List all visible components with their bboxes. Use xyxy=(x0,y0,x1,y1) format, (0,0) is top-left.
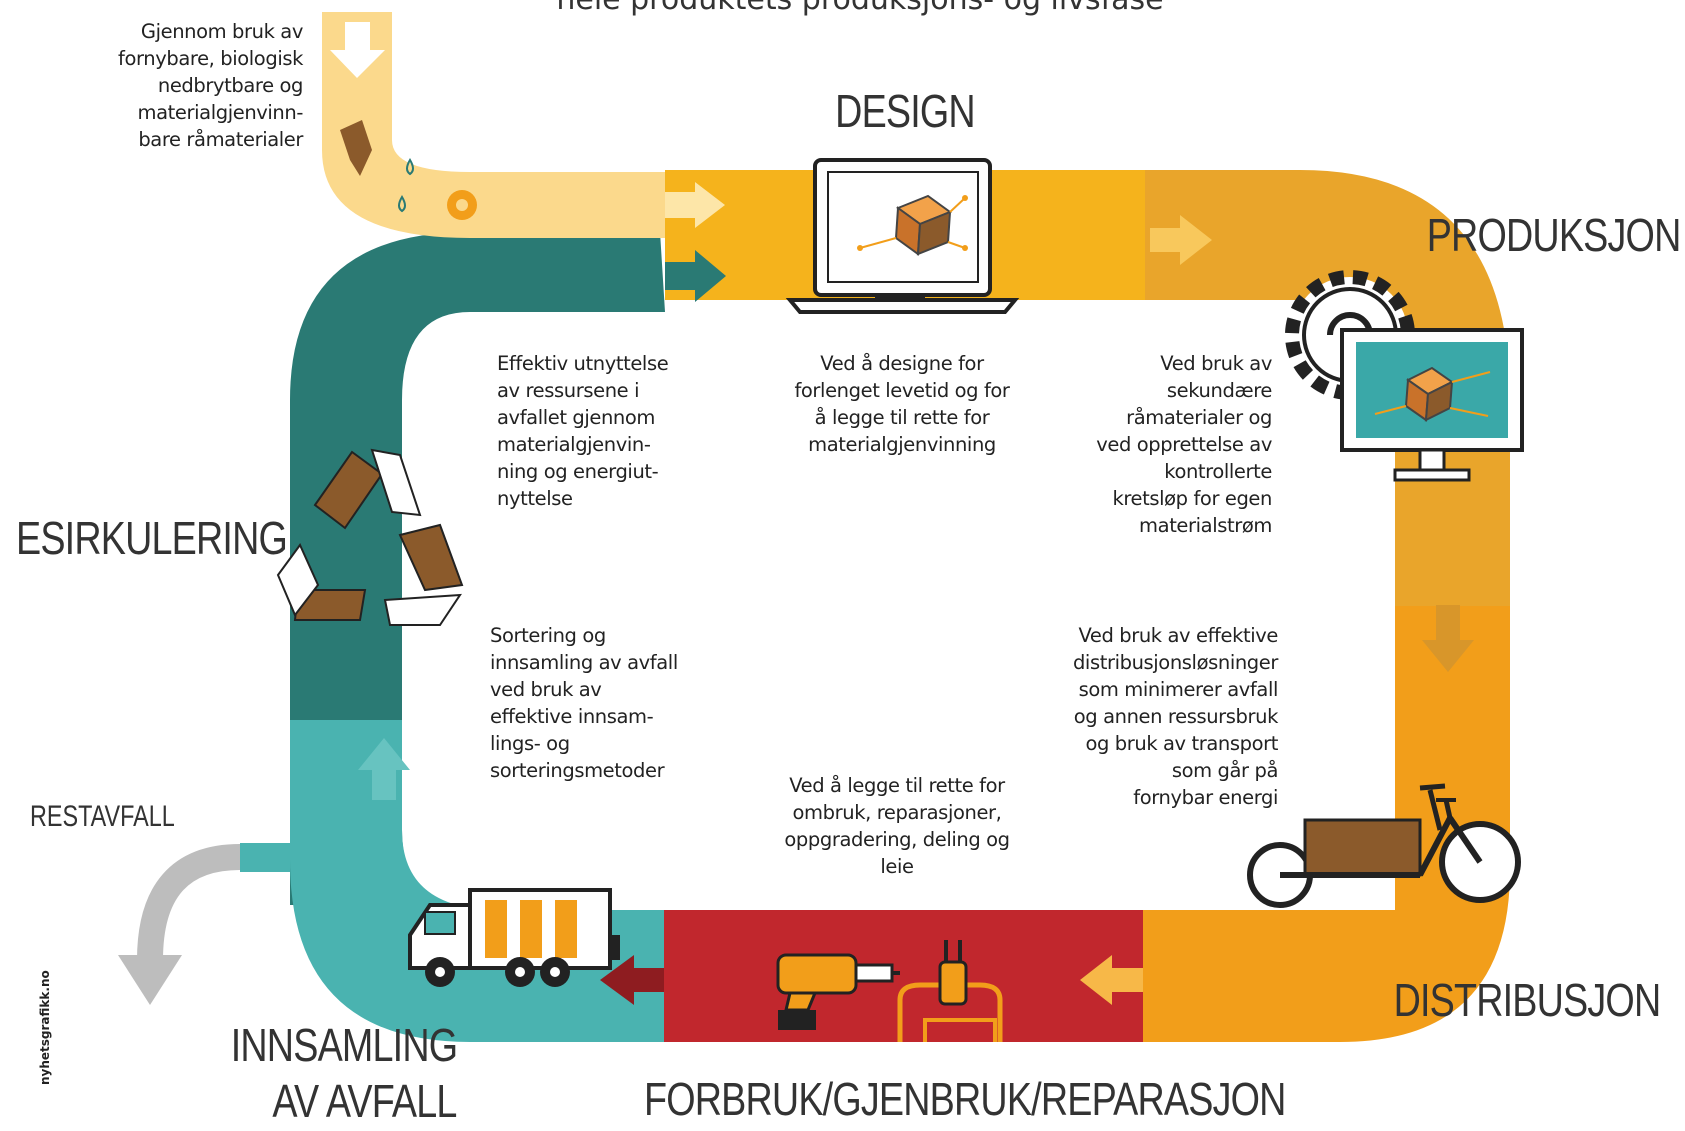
credit-label: nyhetsgrafikk.no xyxy=(38,970,52,1085)
description-produksjon: Ved bruk av sekundære råmaterialer og ve… xyxy=(1096,352,1272,537)
flow-arrow-produksjon xyxy=(1422,605,1474,672)
cube-icon xyxy=(857,194,968,256)
loop-segment-distribusjon xyxy=(1143,605,1510,1042)
loop-segment-forbruk xyxy=(664,910,1144,1042)
input-pipe xyxy=(322,12,665,238)
stage-label-produksjon: PRODUKSJON xyxy=(1426,209,1681,261)
description-design: Ved å designe for forlenget levetid og f… xyxy=(794,352,1010,456)
down-arrow-icon xyxy=(330,22,385,78)
stage-label-forbruk: FORBRUK/GJENBRUK/REPARASJON xyxy=(644,1073,1286,1125)
laptop-icon xyxy=(785,158,1020,314)
stage-label-innsamling-1: INNSAMLING xyxy=(230,1019,457,1071)
restavfall-label: RESTAVFALL xyxy=(30,800,175,833)
loop-segment-produksjon xyxy=(1143,170,1510,606)
cargo-bike-icon xyxy=(1247,783,1521,908)
flow-arrow-forbruk xyxy=(600,955,664,1005)
plug-icon xyxy=(897,940,1003,1042)
diagram-title: hele produktets produksjons- og livsfase xyxy=(460,0,1260,17)
restavfall-branch xyxy=(240,843,290,872)
drill-icon xyxy=(776,953,900,1030)
description-distribusjon: Ved bruk av effektive distribusjonsløsni… xyxy=(1072,624,1278,809)
description-input: Gjennom bruk av fornybare, biologisk ned… xyxy=(117,20,303,151)
flow-arrow-design xyxy=(1150,215,1212,265)
flow-arrow-teal xyxy=(665,250,726,302)
stage-label-innsamling-2: AV AVFALL xyxy=(272,1075,458,1127)
stage-label-design: DESIGN xyxy=(835,85,976,137)
description-resirkulering: Effektiv utnyttelse av ressursene i avfa… xyxy=(497,352,669,510)
garbage-truck-icon xyxy=(408,888,620,987)
monitor-icon xyxy=(1340,328,1524,482)
restavfall-arrowhead xyxy=(118,955,182,1005)
restavfall-arrow xyxy=(137,844,241,961)
stage-label-distribusjon: DISTRIBUSJON xyxy=(1393,974,1661,1026)
description-forbruk: Ved å legge til rette for ombruk, repara… xyxy=(784,774,1010,878)
description-innsamling: Sortering og innsamling av avfall ved br… xyxy=(490,624,678,782)
flow-arrow-distribusjon xyxy=(1080,955,1143,1005)
raw-material-icon xyxy=(340,120,477,220)
flow-arrow-input xyxy=(665,182,725,228)
flow-arrow-innsamling xyxy=(358,738,410,800)
stage-label-resirkulering: ESIRKULERING xyxy=(16,512,288,564)
recycle-icon xyxy=(276,448,464,626)
